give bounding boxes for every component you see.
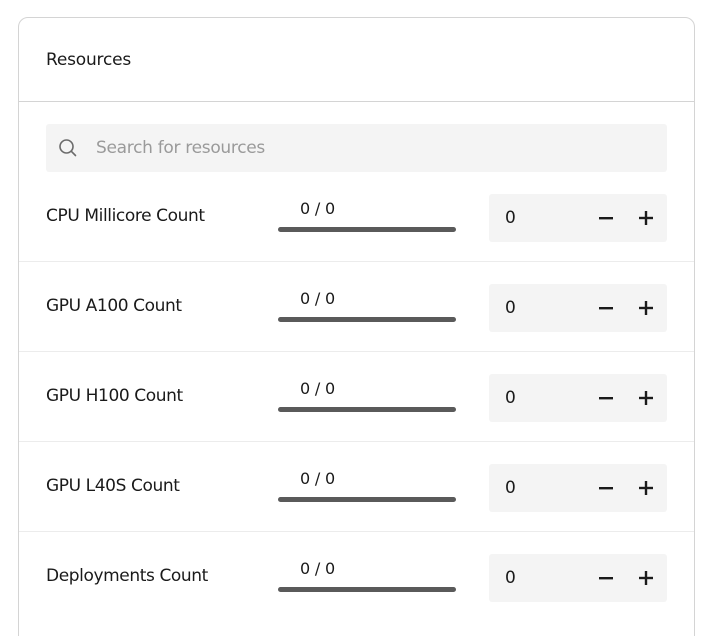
resource-list: CPU Millicore Count 0 / 0 GPU A100 Count…	[19, 172, 694, 622]
decrement-button[interactable]	[593, 295, 619, 321]
increment-button[interactable]	[633, 205, 659, 231]
usage-meter: 0 / 0	[278, 199, 457, 232]
usage-text: 0 / 0	[300, 289, 335, 308]
usage-meter: 0 / 0	[278, 289, 457, 322]
resource-label: GPU A100 Count	[46, 296, 182, 316]
plus-icon	[639, 301, 653, 315]
quantity-stepper	[489, 374, 667, 422]
quantity-stepper	[489, 554, 667, 602]
usage-text: 0 / 0	[300, 559, 335, 578]
plus-icon	[639, 571, 653, 585]
decrement-button[interactable]	[593, 385, 619, 411]
search-icon	[58, 138, 78, 158]
quantity-input[interactable]	[505, 568, 585, 588]
resource-label: Deployments Count	[46, 566, 208, 586]
increment-button[interactable]	[633, 295, 659, 321]
usage-text: 0 / 0	[300, 469, 335, 488]
decrement-button[interactable]	[593, 205, 619, 231]
quantity-input[interactable]	[505, 208, 585, 228]
usage-bar	[278, 407, 456, 412]
usage-text: 0 / 0	[300, 199, 335, 218]
quantity-input[interactable]	[505, 478, 585, 498]
usage-bar	[278, 497, 456, 502]
resource-row-gpu-h100: GPU H100 Count 0 / 0	[19, 352, 694, 442]
increment-button[interactable]	[633, 565, 659, 591]
minus-icon	[599, 307, 613, 310]
resource-label: GPU L40S Count	[46, 476, 180, 496]
search-field[interactable]	[46, 124, 667, 172]
card-header: Resources	[19, 18, 694, 102]
plus-icon	[639, 211, 653, 225]
usage-text: 0 / 0	[300, 379, 335, 398]
resource-label: GPU H100 Count	[46, 386, 183, 406]
quantity-stepper	[489, 464, 667, 512]
decrement-button[interactable]	[593, 475, 619, 501]
minus-icon	[599, 577, 613, 580]
resource-row-cpu-millicore: CPU Millicore Count 0 / 0	[19, 172, 694, 262]
quantity-input[interactable]	[505, 388, 585, 408]
quantity-input[interactable]	[505, 298, 585, 318]
minus-icon	[599, 397, 613, 400]
search-input[interactable]	[96, 138, 636, 158]
plus-icon	[639, 481, 653, 495]
usage-bar	[278, 317, 456, 322]
minus-icon	[599, 487, 613, 490]
quantity-stepper	[489, 194, 667, 242]
resource-row-deployments: Deployments Count 0 / 0	[19, 532, 694, 622]
usage-meter: 0 / 0	[278, 559, 457, 592]
increment-button[interactable]	[633, 475, 659, 501]
quantity-stepper	[489, 284, 667, 332]
minus-icon	[599, 217, 613, 220]
resource-row-gpu-a100: GPU A100 Count 0 / 0	[19, 262, 694, 352]
resource-row-gpu-l40s: GPU L40S Count 0 / 0	[19, 442, 694, 532]
usage-bar	[278, 227, 456, 232]
decrement-button[interactable]	[593, 565, 619, 591]
usage-bar	[278, 587, 456, 592]
card-title: Resources	[46, 49, 132, 70]
usage-meter: 0 / 0	[278, 469, 457, 502]
resources-card: Resources CPU Millicore Count 0 / 0	[18, 17, 695, 636]
plus-icon	[639, 391, 653, 405]
resource-label: CPU Millicore Count	[46, 206, 205, 226]
increment-button[interactable]	[633, 385, 659, 411]
usage-meter: 0 / 0	[278, 379, 457, 412]
